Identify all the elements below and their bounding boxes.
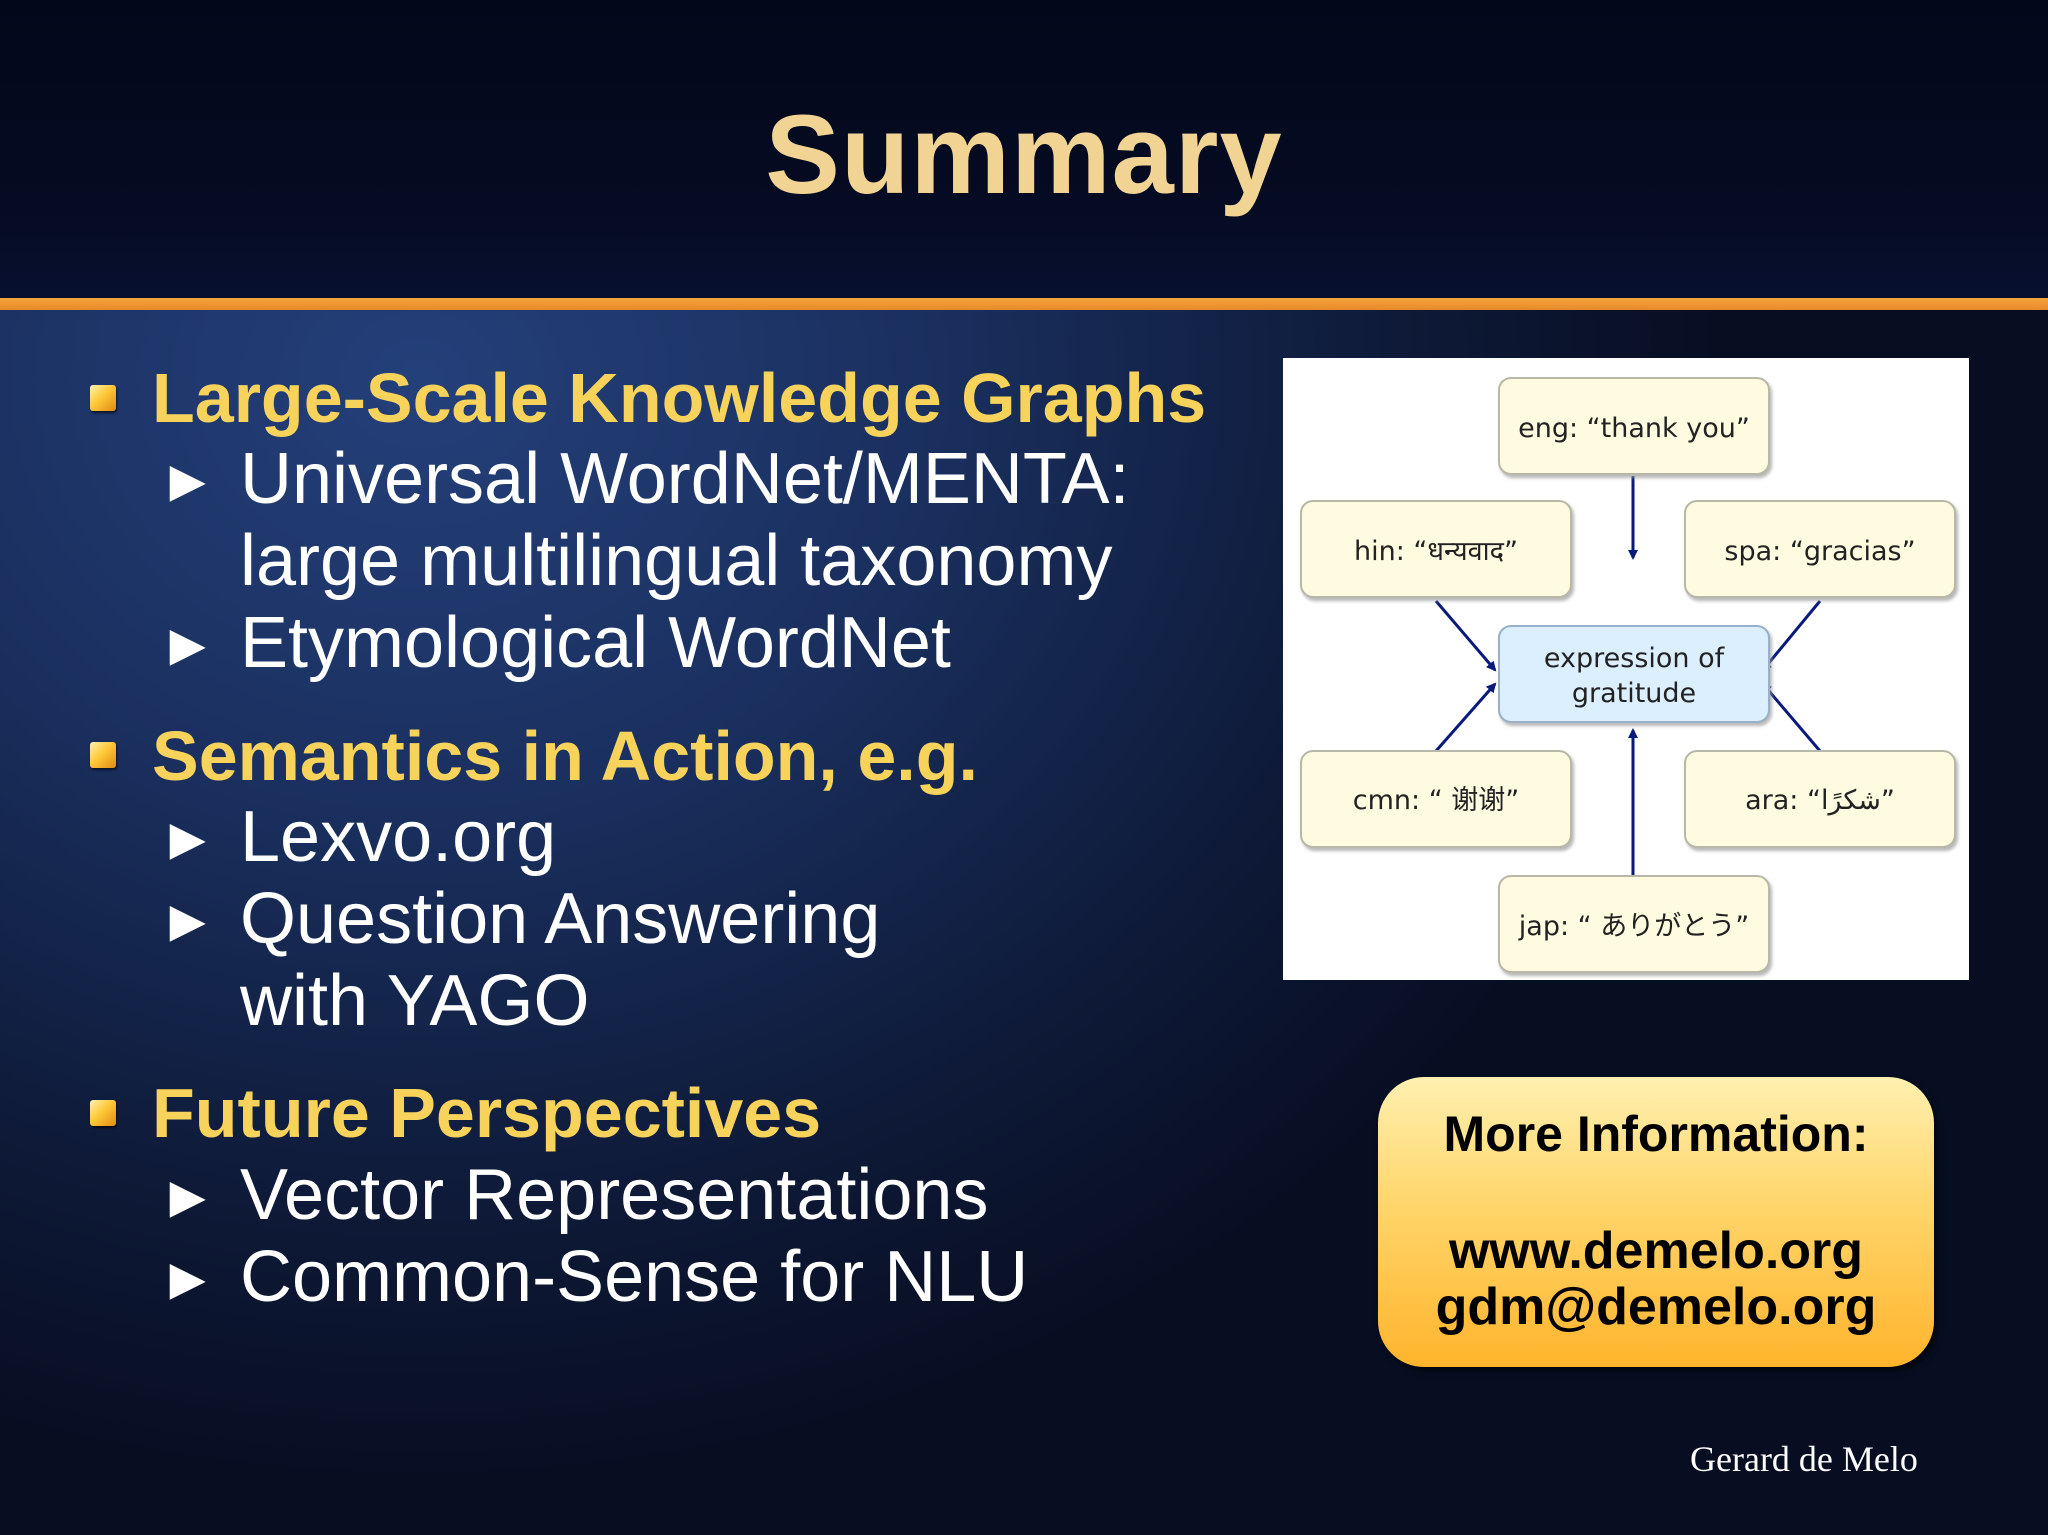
bullet-square-icon xyxy=(90,742,116,768)
section-heading: Future Perspectives xyxy=(152,1074,822,1152)
bullet-arrow-icon: ► xyxy=(158,1163,218,1230)
node-center: expression of gratitude xyxy=(1498,625,1770,723)
email-link[interactable]: gdm@demelo.org xyxy=(1435,1278,1877,1336)
list-item: large multilingual taxonomy xyxy=(240,521,1113,601)
list-item: Universal WordNet/MENTA: xyxy=(240,439,1130,519)
website-link[interactable]: www.demelo.org xyxy=(1448,1222,1864,1280)
node-jap: jap: “ ありがとう” xyxy=(1498,875,1770,973)
multilingual-gratitude-diagram: eng: “thank you” hin: “धन्यवाद” spa: “gr… xyxy=(1283,358,1969,980)
svg-text:expression of: expression of xyxy=(1544,643,1726,674)
bullet-arrow-icon: ► xyxy=(158,1245,218,1312)
svg-text:eng: “thank you”: eng: “thank you” xyxy=(1518,413,1750,444)
author-name: Gerard de Melo xyxy=(1690,1439,1918,1479)
bullet-square-icon xyxy=(90,1100,116,1126)
slide-title: Summary xyxy=(765,92,1283,217)
bullet-arrow-icon: ► xyxy=(158,611,218,678)
list-item: Vector Representations xyxy=(240,1155,989,1235)
svg-text:hin: “धन्यवाद”: hin: “धन्यवाद” xyxy=(1354,536,1518,567)
list-item: Common-Sense for NLU xyxy=(240,1237,1029,1317)
node-eng: eng: “thank you” xyxy=(1498,377,1770,475)
svg-text:ara: “شكرًا”: ara: “شكرًا” xyxy=(1745,785,1895,816)
arrow-spa xyxy=(1761,600,1822,672)
section-heading: Semantics in Action, e.g. xyxy=(152,717,978,795)
arrow-hin xyxy=(1434,600,1497,672)
info-box-title: More Information: xyxy=(1443,1106,1869,1162)
svg-text:cmn: “ 谢谢”: cmn: “ 谢谢” xyxy=(1353,785,1520,816)
bullet-square-icon xyxy=(90,385,116,411)
svg-text:gratitude: gratitude xyxy=(1572,678,1696,709)
bullet-arrow-icon: ► xyxy=(158,805,218,872)
list-item: with YAGO xyxy=(240,961,590,1041)
bullet-arrow-icon: ► xyxy=(158,447,218,514)
title-bar: Summary xyxy=(0,0,2048,298)
more-information-box: More Information: www.demelo.org gdm@dem… xyxy=(1378,1077,1934,1367)
list-item: Lexvo.org xyxy=(240,797,557,877)
list-item: Etymological WordNet xyxy=(240,603,951,683)
node-hin: hin: “धन्यवाद” xyxy=(1300,500,1572,598)
svg-text:jap: “ ありがとう”: jap: “ ありがとう” xyxy=(1518,911,1749,942)
section-heading: Large-Scale Knowledge Graphs xyxy=(152,359,1207,437)
header-divider xyxy=(0,298,2048,310)
node-ara: ara: “شكرًا” xyxy=(1684,750,1956,848)
arrow-ara xyxy=(1761,682,1822,752)
node-spa: spa: “gracias” xyxy=(1684,500,1956,598)
svg-text:spa: “gracias”: spa: “gracias” xyxy=(1724,536,1915,567)
node-cmn: cmn: “ 谢谢” xyxy=(1300,750,1572,848)
bullet-arrow-icon: ► xyxy=(158,887,218,954)
list-item: Question Answering xyxy=(240,879,881,959)
arrow-cmn xyxy=(1434,682,1497,752)
